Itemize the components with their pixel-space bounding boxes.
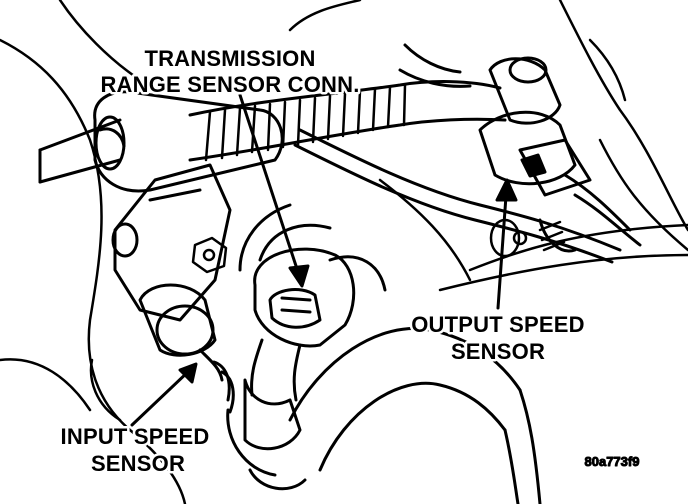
input-sensor-body — [138, 283, 235, 414]
iss-label-line1: INPUT SPEED — [61, 424, 210, 449]
trs-label-line2: RANGE SENSOR CONN. — [100, 72, 359, 97]
mount-bracket — [111, 163, 232, 322]
left-cable — [38, 118, 122, 184]
output-sensor-body — [478, 56, 642, 253]
trs-label-line1: TRANSMISSION — [144, 46, 315, 71]
leader-oss — [495, 178, 518, 310]
leader-trs — [238, 93, 310, 288]
corrugated-harness — [188, 80, 507, 162]
oss-label-line2: SENSOR — [451, 339, 545, 364]
figure-id: 80a773f9 — [585, 454, 640, 469]
lower-connector — [226, 338, 307, 491]
bracket-bolt-icon — [191, 236, 228, 274]
transmission-pipe — [288, 327, 542, 504]
iss-label-line2: SENSOR — [91, 451, 185, 476]
oss-label-line1: OUTPUT SPEED — [411, 312, 585, 337]
output-sensor-wire — [293, 43, 622, 264]
shift-shaft — [93, 90, 284, 193]
range-sensor-connector — [238, 203, 387, 348]
leader-iss — [130, 362, 198, 427]
